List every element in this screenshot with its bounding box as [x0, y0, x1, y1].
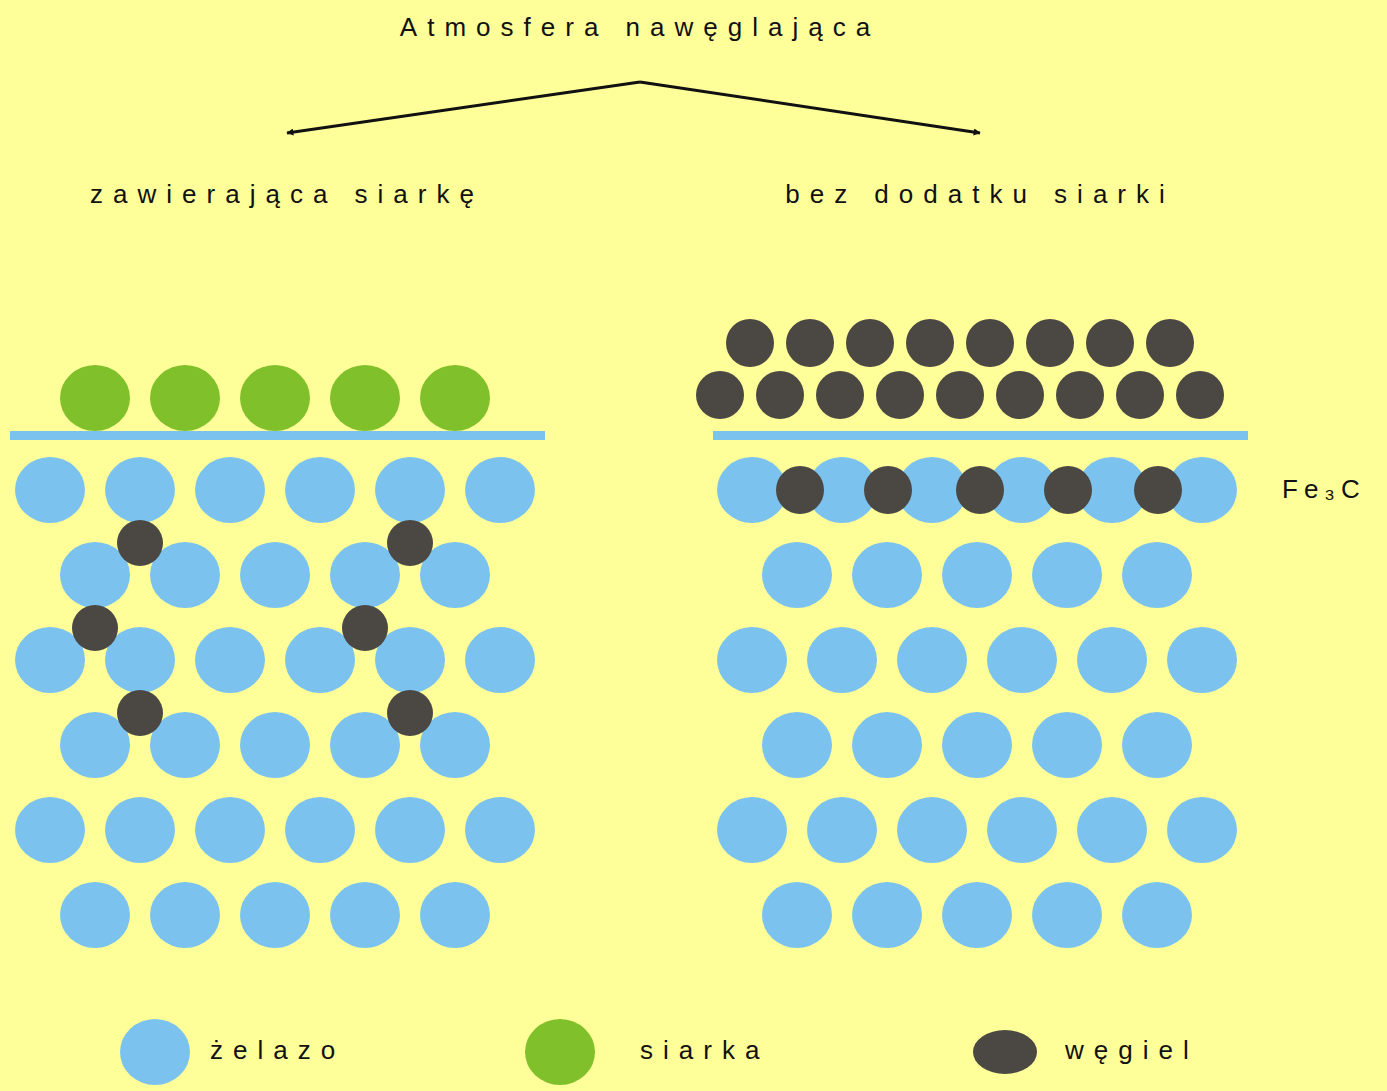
legend-text: żelazo — [210, 1035, 345, 1065]
iron-atoms-right — [717, 457, 1237, 948]
heading-text: Atmosfera nawęglająca — [400, 12, 880, 42]
legend-swatch — [973, 1030, 1037, 1074]
heading-node: Atmosfera nawęglająca — [396, 8, 884, 82]
sulfur-atoms — [60, 365, 490, 431]
surface-line — [10, 431, 545, 440]
phase-label: Fe₃C — [1282, 474, 1366, 504]
carbon-atoms-left — [72, 520, 433, 736]
legend-text: węgiel — [1065, 1035, 1199, 1065]
legend-swatch — [525, 1019, 595, 1085]
iron-atoms-left — [15, 457, 535, 948]
arrow-connector — [640, 82, 980, 133]
carbon-layer — [696, 319, 1224, 419]
surface-line — [713, 431, 1248, 440]
heading-node: zawierająca siarkę — [86, 133, 488, 215]
arrow-connector — [287, 82, 640, 133]
legend-swatch — [120, 1019, 190, 1085]
legend-text: siarka — [640, 1035, 769, 1065]
heading-text: zawierająca siarkę — [90, 179, 484, 209]
carbide-carbon-atoms — [776, 466, 1182, 514]
heading-node: bez dodatku siarki — [781, 133, 1179, 215]
heading-text: bez dodatku siarki — [785, 179, 1175, 209]
